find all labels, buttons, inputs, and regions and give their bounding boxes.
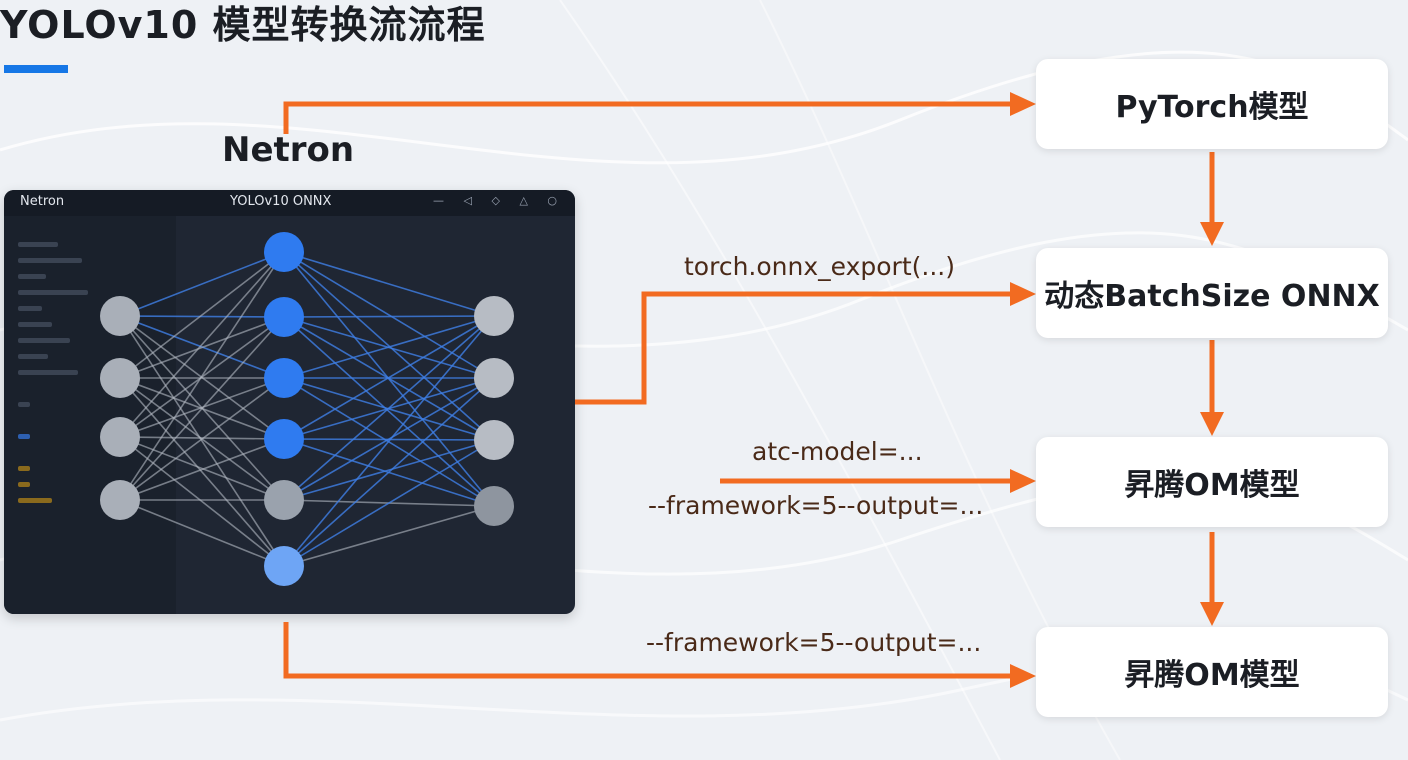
netron-window: Netron YOLOv10 ONNX — ◁ ◇ △ ○ — [4, 190, 575, 614]
network-edge — [283, 439, 495, 501]
neural-network-graph — [100, 232, 514, 586]
arrow-pytorch-to-onnx — [1200, 152, 1224, 246]
network-edge — [119, 251, 285, 317]
network-edge — [283, 315, 495, 440]
arrow-netron-to-pytorch — [283, 92, 1036, 134]
network-edge — [283, 377, 495, 501]
box-ascend-om-model-2: 昇腾OM模型 — [1036, 627, 1388, 717]
network-node — [474, 358, 514, 398]
network-node — [264, 297, 304, 337]
network-edge — [119, 316, 285, 379]
label-torch-onnx-export: torch.onnx_export(...) — [684, 252, 955, 281]
arrow-onnx-to-om — [1200, 340, 1224, 436]
network-edge — [119, 438, 285, 501]
label-framework-output-1: --framework=5--output=... — [648, 491, 984, 520]
network-node — [264, 480, 304, 520]
arrow-netron-to-om-bottom — [283, 622, 1036, 688]
arrow-om-to-om — [1200, 532, 1224, 626]
arrow-atc-to-om — [720, 469, 1036, 493]
box-dynamic-onnx: 动态BatchSize ONNX — [1036, 248, 1388, 338]
netron-file-name: YOLOv10 ONNX — [230, 194, 332, 209]
netron-heading: Netron — [222, 130, 355, 170]
network-edges — [119, 251, 495, 567]
network-edge — [283, 251, 495, 317]
box-pytorch-model: PyTorch模型 — [1036, 59, 1388, 149]
network-node — [264, 419, 304, 459]
network-node — [264, 232, 304, 272]
network-node — [100, 417, 140, 457]
network-edge — [119, 377, 285, 567]
network-edge — [119, 315, 285, 318]
network-edge — [283, 377, 495, 567]
network-edge — [119, 499, 285, 567]
network-edge — [119, 251, 285, 438]
network-node — [474, 486, 514, 526]
network-node — [264, 546, 304, 586]
network-edge — [283, 315, 495, 567]
network-edge — [119, 436, 285, 440]
network-node — [100, 296, 140, 336]
network-edge — [283, 315, 495, 501]
title-underline — [4, 65, 68, 73]
netron-titlebar: Netron YOLOv10 ONNX — ◁ ◇ △ ○ — [4, 190, 575, 216]
netron-sidebar — [4, 216, 176, 614]
network-edge — [119, 251, 285, 501]
page-title: YOLOv10 模型转换流流程 — [0, 3, 486, 47]
network-edge — [119, 436, 285, 501]
network-edge — [283, 315, 495, 318]
label-framework-output-2: --framework=5--output=... — [646, 628, 982, 657]
netron-app-name: Netron — [20, 194, 65, 209]
network-edge — [119, 251, 285, 379]
network-edge — [283, 439, 495, 567]
window-controls-icon[interactable]: — ◁ ◇ △ ○ — [433, 194, 565, 207]
network-edge — [119, 377, 285, 501]
network-edge — [283, 315, 495, 379]
network-edge — [283, 505, 495, 567]
network-node — [100, 480, 140, 520]
arrow-netron-to-onnx — [575, 282, 1036, 405]
network-node — [474, 296, 514, 336]
network-node — [100, 358, 140, 398]
network-edge — [283, 316, 495, 507]
network-node — [474, 420, 514, 460]
network-edge — [119, 316, 285, 501]
network-node — [264, 358, 304, 398]
label-atc-model: atc-model=... — [752, 437, 923, 466]
box-ascend-om-model: 昇腾OM模型 — [1036, 437, 1388, 527]
